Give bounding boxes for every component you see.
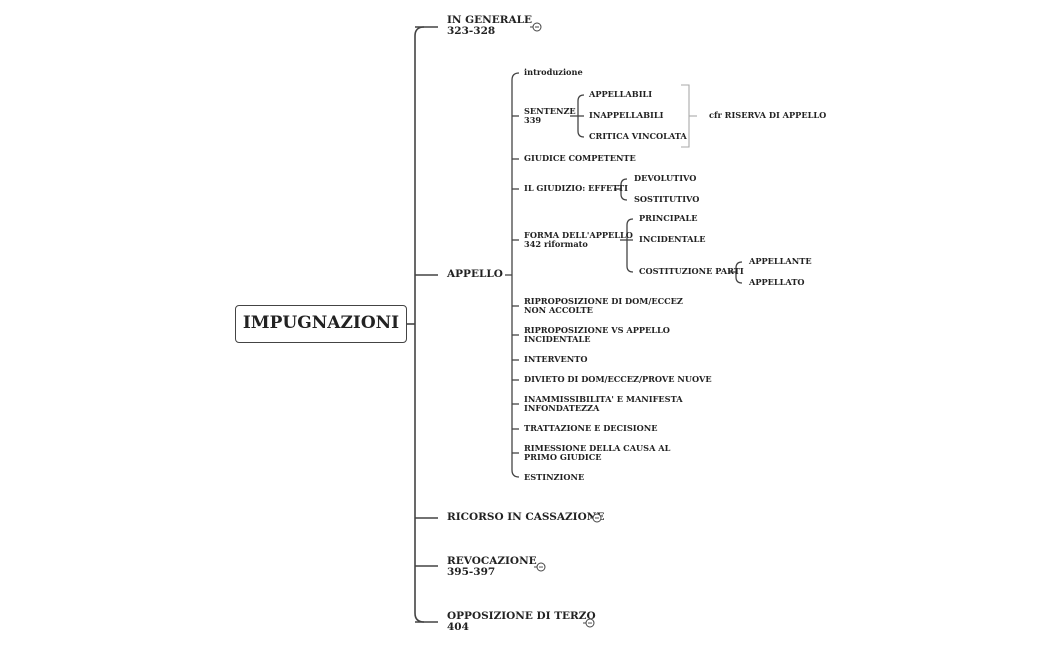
connector-appello-spine xyxy=(511,72,520,478)
node-sentenze-sub: 339 xyxy=(524,114,542,125)
root-node[interactable]: IMPUGNAZIONI xyxy=(235,305,407,343)
node-opposizione-label: OPPOSIZIONE DI TERZO xyxy=(447,610,596,622)
node-trattazione[interactable]: TRATTAZIONE E DECISIONE xyxy=(524,423,658,433)
node-estinzione[interactable]: ESTINZIONE xyxy=(524,472,585,482)
node-revocazione-sub: 395-397 xyxy=(447,566,496,579)
node-appellante[interactable]: APPELLANTE xyxy=(749,256,812,266)
node-sentenze[interactable]: SENTENZE 339 xyxy=(524,107,576,124)
node-devolutivo[interactable]: DEVOLUTIVO xyxy=(634,173,697,183)
node-riproposizione-vs-appello[interactable]: RIPROPOSIZIONE VS APPELLO INCIDENTALE xyxy=(524,325,670,344)
node-riproposizione-non-accolte[interactable]: RIPROPOSIZIONE DI DOM/ECCEZ NON ACCOLTE xyxy=(524,296,683,315)
node-in-generale[interactable]: IN GENERALE 323-328 xyxy=(447,14,532,38)
node-ricorso[interactable]: RICORSO IN CASSAZIONE xyxy=(447,511,605,523)
node-appello[interactable]: APPELLO xyxy=(447,268,503,280)
summary-riserva-appello[interactable]: cfr RISERVA DI APPELLO xyxy=(709,110,827,120)
node-rimessione[interactable]: RIMESSIONE DELLA CAUSA AL PRIMO GIUDICE xyxy=(524,443,671,462)
collapse-minus-icon[interactable] xyxy=(590,513,602,523)
node-forma-appello-sub: 342 riformato xyxy=(524,238,588,249)
node-costituzione-parti[interactable]: COSTITUZIONE PARTI xyxy=(639,266,744,276)
node-divieto[interactable]: DIVIETO DI DOM/ECCEZ/PROVE NUOVE xyxy=(524,374,712,384)
collapsed-count-icon[interactable] xyxy=(534,562,546,572)
node-inammissibilita[interactable]: INAMMISSIBILITA' E MANIFESTA INFONDATEZZ… xyxy=(524,394,683,413)
node-sostitutivo[interactable]: SOSTITUTIVO xyxy=(634,194,700,204)
node-inappellabili[interactable]: INAPPELLABILI xyxy=(589,110,664,120)
root-title: IMPUGNAZIONI xyxy=(242,313,400,334)
node-opposizione[interactable]: OPPOSIZIONE DI TERZO 404 xyxy=(447,610,596,634)
node-forma-appello-label: FORMA DELL'APPELLO xyxy=(524,230,633,240)
node-in-generale-sub: 323-328 xyxy=(447,25,496,38)
node-giudizio[interactable]: IL GIUDIZIO: EFFETTI xyxy=(524,183,628,193)
node-appellabili[interactable]: APPELLABILI xyxy=(589,89,653,99)
node-revocazione[interactable]: REVOCAZIONE 395-397 xyxy=(447,555,537,579)
node-critica-vincolata[interactable]: CRITICA VINCOLATA xyxy=(589,131,687,141)
node-principale[interactable]: PRINCIPALE xyxy=(639,213,698,223)
node-intervento[interactable]: INTERVENTO xyxy=(524,354,588,364)
node-introduzione[interactable]: introduzione xyxy=(524,67,583,77)
node-appellato[interactable]: APPELLATO xyxy=(749,277,805,287)
node-giudice-competente[interactable]: GIUDICE COMPETENTE xyxy=(524,153,636,163)
node-forma-appello[interactable]: FORMA DELL'APPELLO 342 riformato xyxy=(524,231,633,248)
node-revocazione-label: REVOCAZIONE xyxy=(447,555,537,567)
node-in-generale-label: IN GENERALE xyxy=(447,14,532,26)
node-sentenze-label: SENTENZE xyxy=(524,106,576,116)
node-ricorso-label: RICORSO IN CASSAZIONE xyxy=(447,511,605,523)
node-incidentale[interactable]: INCIDENTALE xyxy=(639,234,706,244)
node-appello-label: APPELLO xyxy=(447,268,503,280)
node-opposizione-sub: 404 xyxy=(447,621,469,634)
connector-spine xyxy=(414,26,425,623)
collapse-minus-icon[interactable] xyxy=(530,22,542,32)
collapsed-count-icon[interactable] xyxy=(583,618,595,628)
